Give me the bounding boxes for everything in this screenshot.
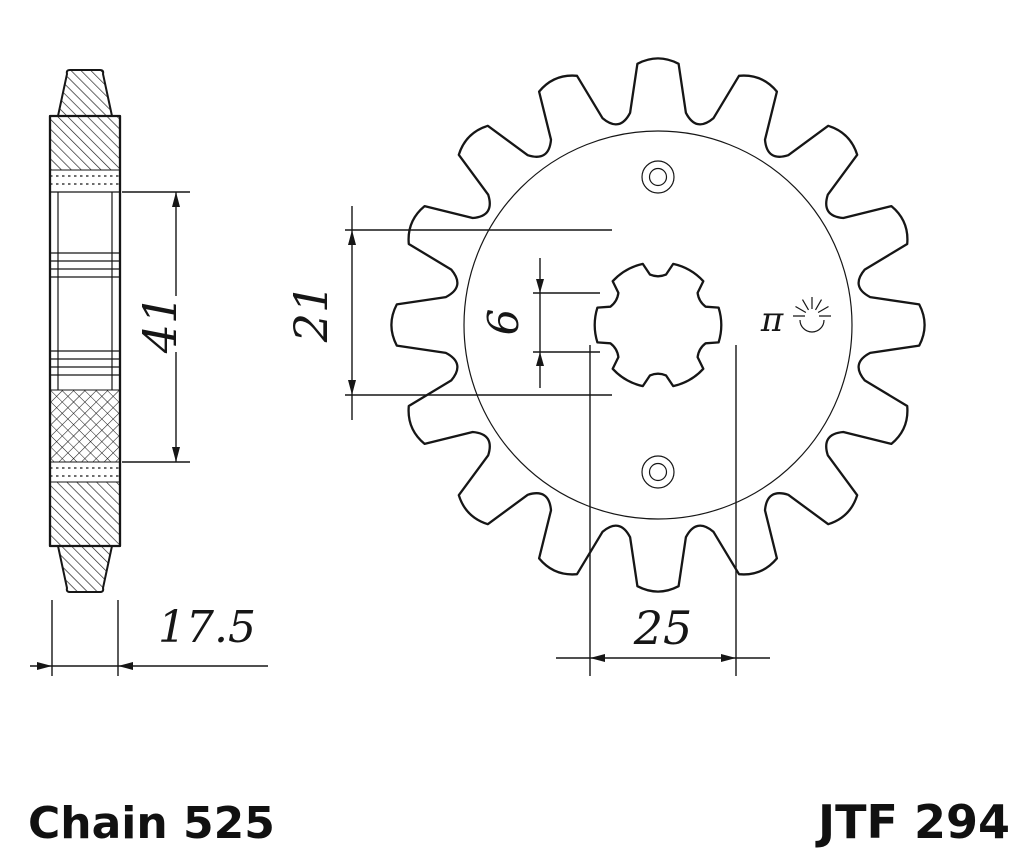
dim-21-label: 21 [284, 284, 338, 344]
part-number-label: JTF 294 [815, 795, 1010, 849]
dim-21-extension-lines [345, 229, 612, 396]
side-section-view [48, 69, 122, 593]
dim-6-arrow-bottom [536, 352, 544, 366]
side-body-outline [48, 114, 122, 548]
dimension-21: 21 [284, 206, 612, 420]
side-crosshatch-band [49, 389, 121, 463]
dim-17-5-label: 17.5 [158, 602, 256, 653]
dimension-25: 25 [556, 345, 770, 676]
side-top-tooth [56, 69, 114, 117]
surface-finish-pi-glyph: π [760, 300, 784, 340]
spline-bore-outline [593, 262, 723, 388]
dim-17-5-arrow-right [118, 662, 133, 670]
dim-25-arrow-left [590, 654, 605, 662]
dim-25-label: 25 [633, 601, 693, 655]
dim-41-label: 41 [133, 295, 187, 355]
bolt-hole-top-outer [641, 160, 675, 194]
root-circle [463, 130, 853, 520]
dim-6-extension-lines [533, 292, 600, 353]
side-bottom-tooth [56, 545, 114, 593]
side-hatch-lower [49, 481, 121, 547]
surface-finish-icon: π [760, 297, 831, 340]
dim-21-arrow-bottom [348, 380, 356, 395]
dim-41-extension-lines [122, 191, 190, 463]
dim-41-arrow-top [172, 192, 180, 207]
side-dotted-upper [50, 175, 120, 185]
dim-6-arrow-top [536, 279, 544, 293]
side-spline-stripes [50, 252, 120, 376]
dim-25-arrow-right [721, 654, 736, 662]
dimension-41: 41 [122, 191, 190, 463]
sprocket-teeth-outline [390, 57, 926, 593]
bolt-hole-top [641, 160, 675, 194]
chain-label: Chain 525 [28, 798, 275, 849]
surface-finish-rays [793, 297, 831, 317]
side-inner-walls [57, 192, 113, 390]
side-dotted-lower [50, 467, 120, 477]
side-hatch-upper [49, 115, 121, 171]
bolt-hole-bottom-inner [648, 462, 668, 482]
dimension-17-5: 17.5 [30, 600, 268, 676]
bolt-hole-bottom [641, 455, 675, 489]
front-view: π [390, 57, 926, 593]
dimension-6: 6 [479, 258, 600, 388]
bolt-hole-bottom-outer [641, 455, 675, 489]
surface-finish-arc [799, 319, 825, 333]
dim-25-extension-lines [589, 345, 737, 676]
dim-21-arrow-top [348, 230, 356, 245]
dim-17-5-arrow-left [37, 662, 52, 670]
dim-6-label: 6 [479, 309, 528, 336]
bolt-hole-top-inner [648, 167, 668, 187]
dim-17-5-extension-lines [51, 600, 119, 676]
dim-41-arrow-bottom [172, 447, 180, 462]
